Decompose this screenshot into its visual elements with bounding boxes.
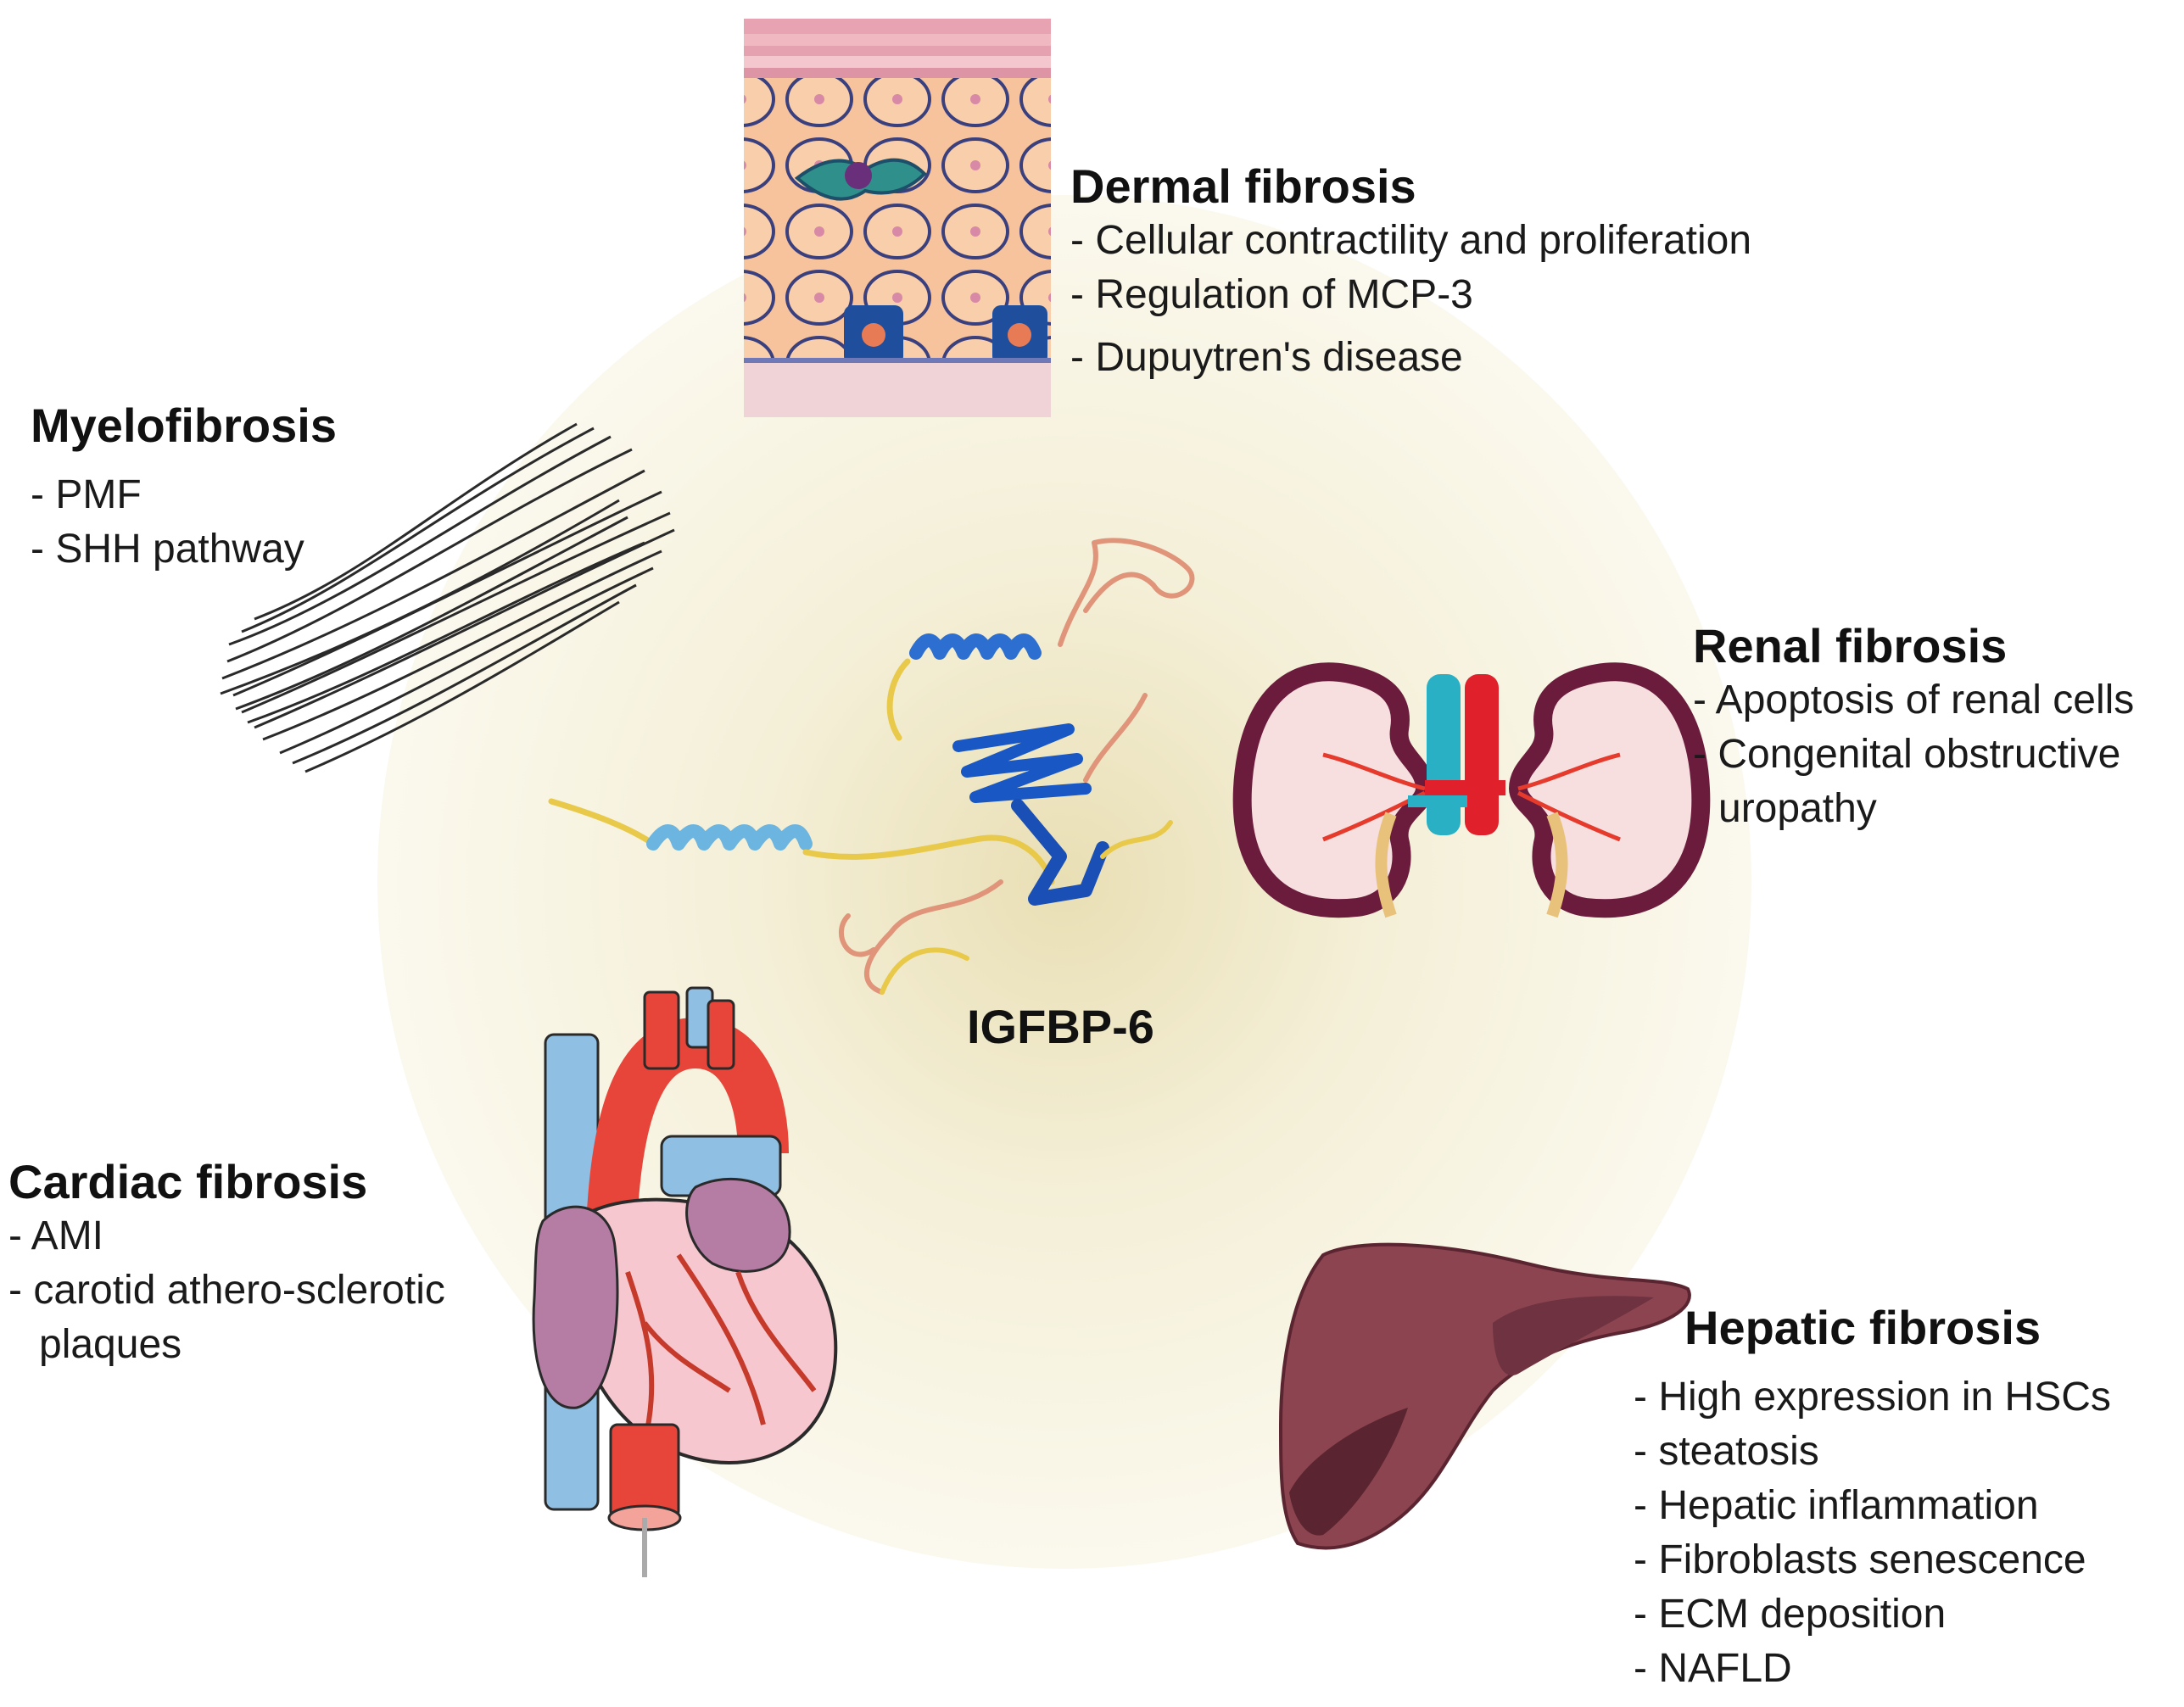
skin-dermis [744,360,1051,417]
right-kidney [1508,662,1711,918]
skin-epidermis [744,19,1051,78]
skin-tissue-icon [744,19,1051,417]
myelofibrosis-item: PMF [31,468,539,522]
renal-fibrosis-item: Congenital obstructive uropathy [1693,728,2184,836]
hepatic-fibrosis-item: Fibroblasts senescence [1634,1533,2184,1587]
cardiac-fibrosis-title: Cardiac fibrosis [8,1155,368,1208]
hepatic-fibrosis-item: steatosis [1634,1425,2184,1479]
dermal-fibrosis-item: Dupuytren's disease [1070,331,2131,385]
myelofibrosis-title: Myelofibrosis [31,399,337,452]
heart-icon [532,986,838,1577]
aorta [1465,674,1499,835]
hepatic-fibrosis-item: High expression in HSCs [1634,1370,2184,1425]
myelofibrosis-section: Myelofibrosis PMF SHH pathway [31,399,539,577]
renal-fibrosis-title: Renal fibrosis [1693,619,2008,672]
renal-fibrosis-section: Renal fibrosis Apoptosis of renal cells … [1693,619,2184,836]
left-kidney [1232,662,1435,918]
dermal-fibrosis-item: Regulation of MCP-3 [1070,268,2131,322]
hepatic-fibrosis-item: Hepatic inflammation [1634,1479,2184,1533]
dermal-fibrosis-section: Dermal fibrosis Cellular contractility a… [1070,159,2131,385]
renal-fibrosis-item: Apoptosis of renal cells [1693,673,2184,728]
skin-basal-cells [844,305,1047,365]
heart-aortic-arch [585,1017,789,1273]
myelofibrosis-item: SHH pathway [31,522,539,577]
heart-left-atrium [685,1177,791,1273]
kidney-icon [1232,662,1711,918]
cardiac-fibrosis-item: carotid athero-sclerotic plaques [8,1264,551,1372]
dermal-fibrosis-item: Cellular contractility and proliferation [1070,214,2131,268]
vena-cava [1427,674,1461,835]
cardiac-fibrosis-item: AMI [8,1209,551,1264]
cardiac-fibrosis-section: Cardiac fibrosis AMI carotid athero-scle… [8,1155,551,1372]
hepatic-fibrosis-item: ECM deposition [1634,1587,2184,1642]
hepatic-fibrosis-section: Hepatic fibrosis High expression in HSCs… [1634,1301,2184,1696]
center-protein-label: IGFBP-6 [967,1000,1154,1053]
liver-right-lobe-shade [1493,1296,1654,1375]
dermal-fibrosis-title: Dermal fibrosis [1070,159,1416,213]
hepatic-fibrosis-item: NAFLD [1634,1642,2184,1696]
liver-icon [1278,1242,1691,1550]
protein-structure-icon [548,538,1195,995]
hepatic-fibrosis-title: Hepatic fibrosis [1684,1301,2042,1354]
heart-descending-aorta [609,1423,680,1520]
